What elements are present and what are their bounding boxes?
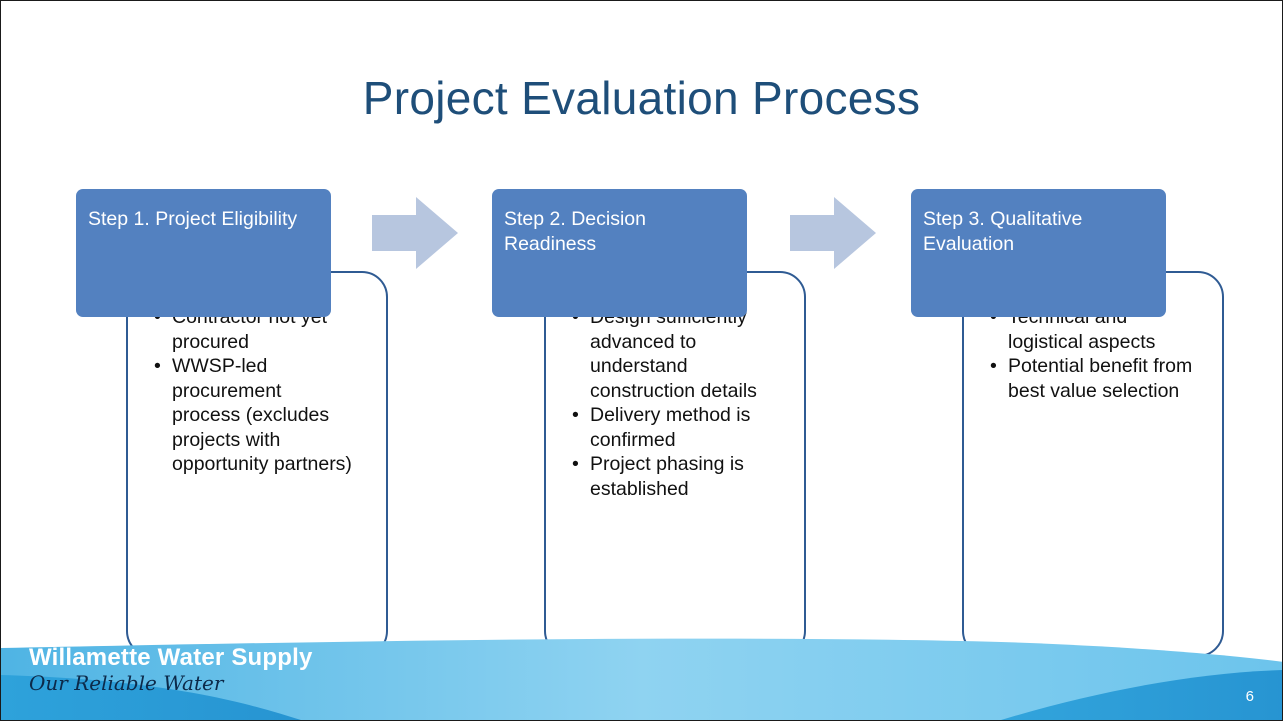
page-number: 6 xyxy=(1245,688,1254,705)
step-2-bullet-3: Project phasing is established xyxy=(570,452,770,501)
brand-tagline: Our Reliable Water xyxy=(29,671,224,695)
step-1-body: Contractor not yet procured WWSP-led pro… xyxy=(126,271,388,657)
step-1-bullet-2: WWSP-led procurement process (excludes p… xyxy=(152,354,352,477)
step-3-heading: Step 3. Qualitative Evaluation xyxy=(923,208,1083,255)
footer-wave xyxy=(1,638,1282,720)
step-2-bullet-1: Design sufficiently advanced to understa… xyxy=(570,305,770,403)
step-2-bullet-2: Delivery method is confirmed xyxy=(570,403,770,452)
step-1-header: Step 1. Project Eligibility xyxy=(76,189,331,317)
step-3-header: Step 3. Qualitative Evaluation xyxy=(911,189,1166,317)
right-arrow-icon xyxy=(790,197,876,269)
brand-name: Willamette Water Supply xyxy=(29,644,313,671)
slide-title: Project Evaluation Process xyxy=(362,72,921,124)
step-2-header: Step 2. Decision Readiness xyxy=(492,189,747,317)
step-3-body: Technical and logistical aspects Potenti… xyxy=(962,271,1224,657)
brand-logo: Willamette Water Supply Our Reliable Wat… xyxy=(29,644,313,695)
step-1-heading: Step 1. Project Eligibility xyxy=(88,208,298,230)
step-3-bullet-2: Potential benefit from best value select… xyxy=(988,354,1193,403)
step-2-heading: Step 2. Decision Readiness xyxy=(504,208,646,255)
right-arrow-icon xyxy=(372,197,458,269)
step-2-body: Design sufficiently advanced to understa… xyxy=(544,271,806,657)
